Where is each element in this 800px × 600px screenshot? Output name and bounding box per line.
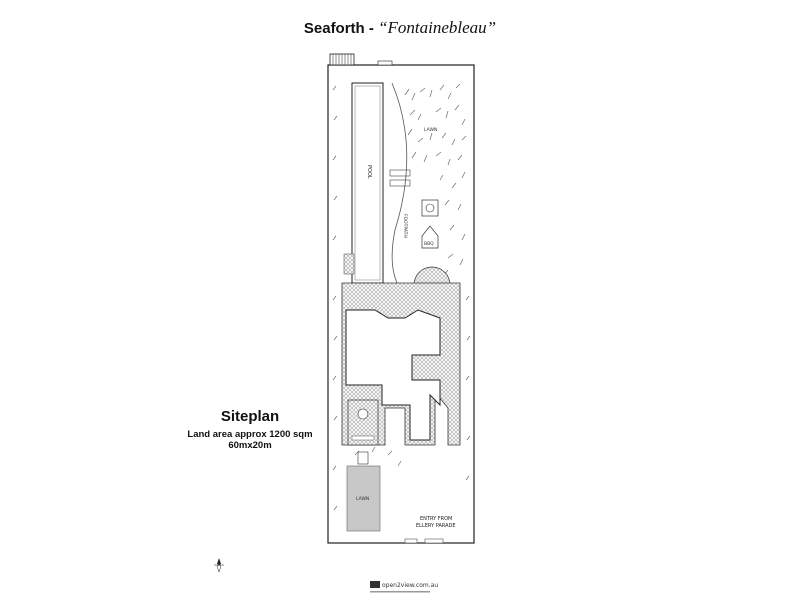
garden-planting (332, 83, 471, 511)
bbq: BBQ (421, 225, 439, 249)
footpath-label: FOOTPATH (402, 214, 408, 238)
footpath-edge (391, 82, 408, 286)
north-compass-icon (214, 558, 224, 573)
title-main: Seaforth - (303, 20, 379, 37)
top-lawn-label: LAWN (424, 127, 437, 133)
siteplan-legend: Siteplan Land area approx 1200 sqm 60mx2… (180, 408, 320, 451)
title-sub: “Fontainebleau” (378, 18, 497, 37)
entry-label-line2: ELLERY PARADE (416, 523, 456, 529)
bottom-lawn (346, 465, 381, 532)
property-boundary (327, 64, 475, 544)
land-area: Land area approx 1200 sqm (187, 429, 313, 440)
pergola (347, 399, 379, 446)
bottom-lawn-label: LAWN (356, 496, 369, 502)
house-footprint (345, 309, 441, 441)
pool-steps (343, 253, 355, 275)
entry-gate (404, 538, 444, 544)
entry-label-line1: ENTRY FROM (420, 516, 452, 522)
land-dimensions: 60mx20m (228, 440, 272, 451)
pool-label: POOL (366, 165, 372, 179)
pool (351, 82, 384, 284)
garden-table (421, 199, 439, 217)
siteplan-title: Siteplan (220, 408, 280, 425)
open2view-logo-icon: open2view.com.au (370, 581, 438, 593)
bbq-label: BBQ (424, 241, 434, 247)
sun-loungers (389, 169, 411, 187)
footer-brand: open2view.com.au (382, 582, 438, 589)
page-title: Seaforth - “Fontainebleau” (0, 18, 800, 38)
garden-feature (357, 451, 369, 465)
top-stairs (329, 53, 393, 66)
